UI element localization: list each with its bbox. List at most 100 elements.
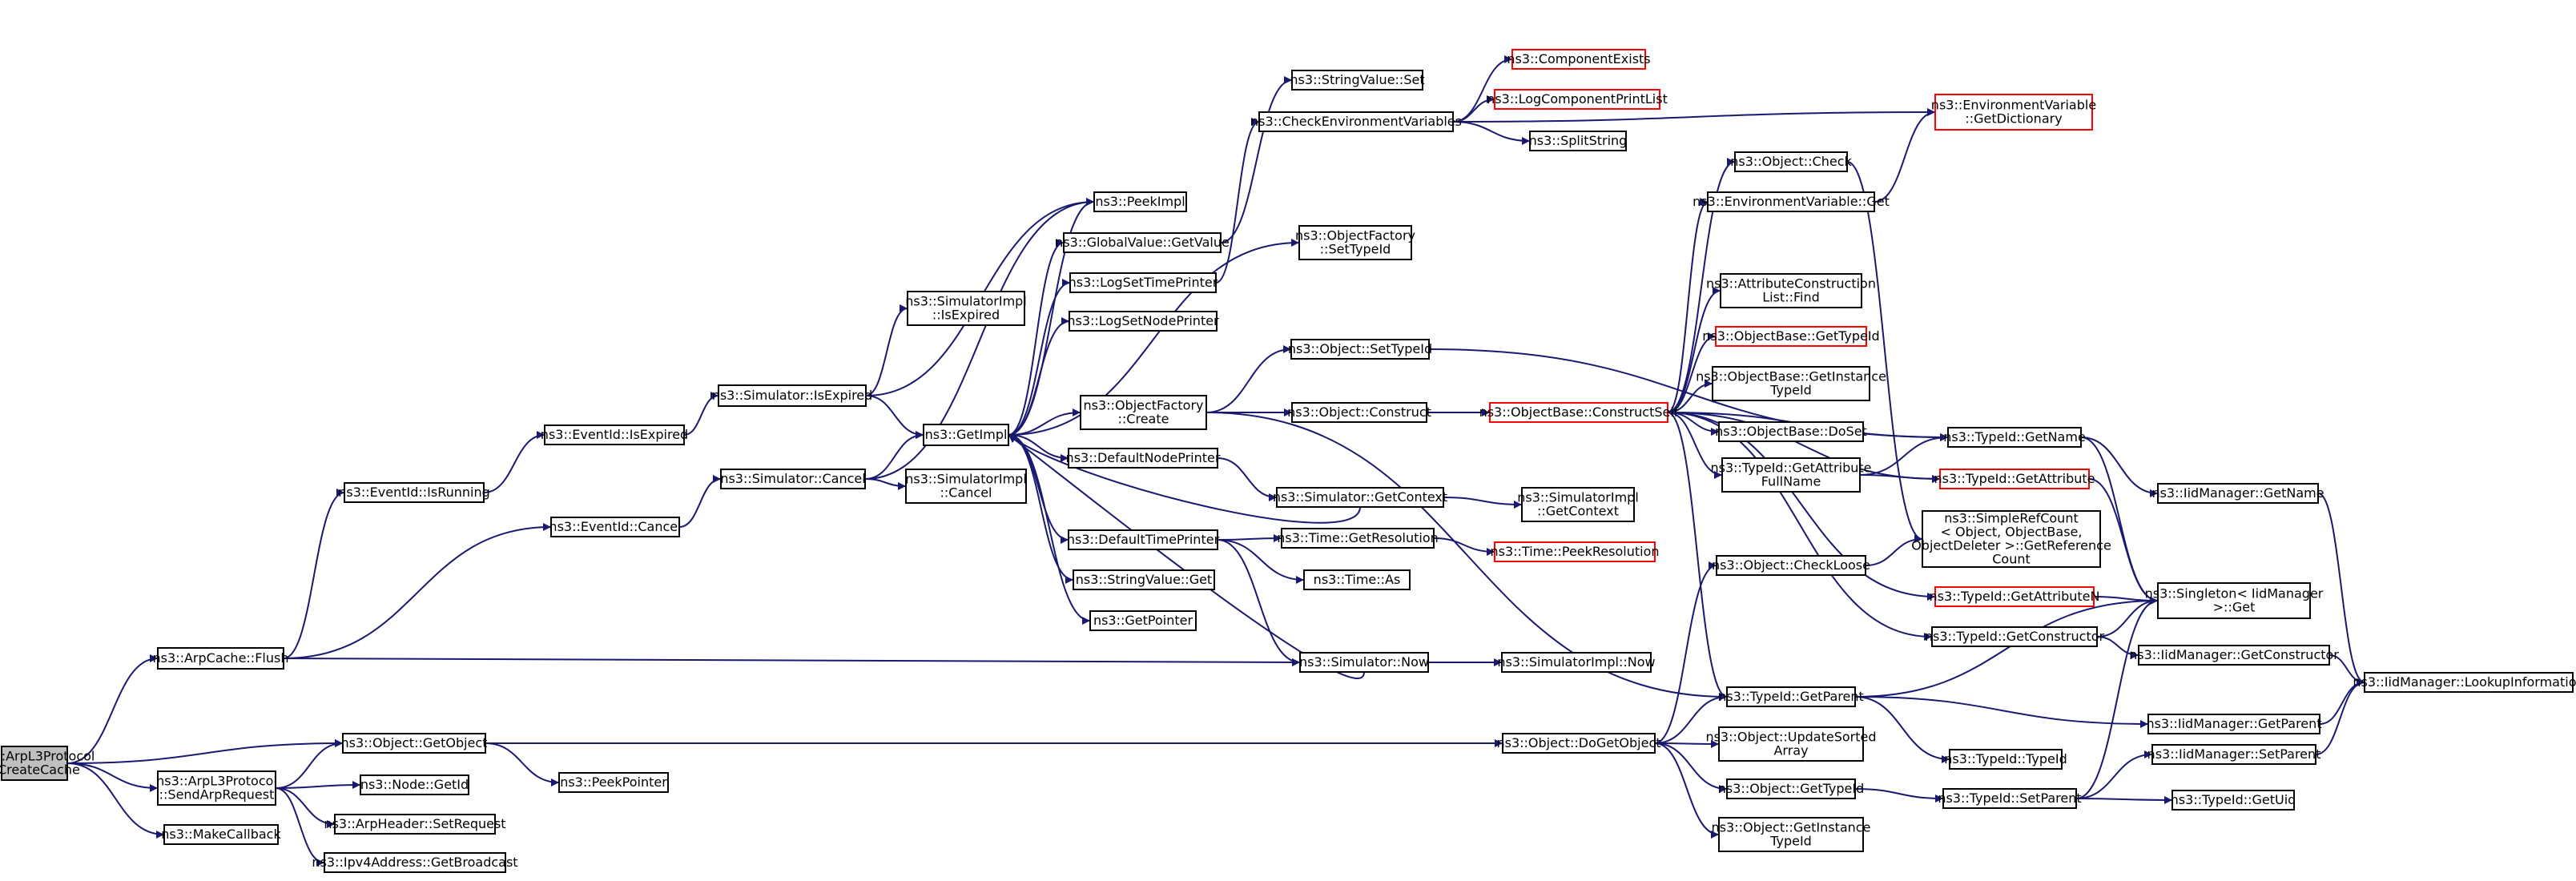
node-simplerefcount[interactable]: ns3::SimpleRefCount< Object, ObjectBase,… <box>1911 510 2111 568</box>
node-box <box>1947 427 2082 448</box>
node-obdoset[interactable]: ns3::ObjectBase::DoSet <box>1715 421 1867 442</box>
node-iidgetctor[interactable]: ns3::IidManager::GetConstructor <box>2129 645 2339 666</box>
edge-eidisexpired-to-simisexpired <box>683 392 719 436</box>
node-envget[interactable]: ns3::EnvironmentVariable::Get <box>1693 191 1890 212</box>
node-tidgetname[interactable]: ns3::TypeId::GetName <box>1943 427 2086 448</box>
edge-flush-to-eidisrunning <box>283 489 345 659</box>
node-tidgetattrn[interactable]: ns3::TypeId::GetAttributeN <box>1930 586 2100 607</box>
node-peekimpl[interactable]: ns3::PeekImpl <box>1093 191 1187 212</box>
node-box <box>1529 131 1627 151</box>
node-setrequest[interactable]: ns3::ArpHeader::SetRequest <box>324 814 506 835</box>
node-splitstring[interactable]: ns3::SplitString <box>1529 131 1628 151</box>
node-objcheck[interactable]: ns3::Object::Check <box>1730 151 1853 172</box>
node-sendarp[interactable]: ns3::ArpL3Protocol::SendArpRequest <box>156 770 277 806</box>
node-objsettypeid[interactable]: ns3::Object::SetTypeId <box>1288 339 1432 360</box>
node-iidgetname[interactable]: ns3::IidManager::GetName <box>2151 483 2324 504</box>
node-simimplcancel[interactable]: ns3::SimulatorImpl::Cancel <box>905 469 1027 504</box>
node-getbroadcast[interactable]: ns3::Ipv4Address::GetBroadcast <box>312 852 518 873</box>
node-simgetcontext[interactable]: ns3::Simulator::GetContext <box>1273 487 1447 508</box>
node-flush[interactable]: ns3::ArpCache::Flush <box>153 647 289 670</box>
node-simnow[interactable]: ns3::Simulator::Now <box>1299 652 1429 673</box>
node-logsettime[interactable]: ns3::LogSetTimePrinter <box>1069 272 1218 293</box>
node-singleton[interactable]: ns3::Singleton< IidManager>::Get <box>2145 582 2324 619</box>
node-label: ns3::EventId::Cancel <box>549 519 681 534</box>
node-box <box>1489 402 1668 423</box>
node-label: ns3::Time::PeekResolution <box>1490 544 1659 559</box>
node-getpointer[interactable]: ns3::GetPointer <box>1089 610 1197 631</box>
node-eidcancel[interactable]: ns3::EventId::Cancel <box>549 517 682 537</box>
node-label: ns3::Object::GetTypeId <box>1718 781 1864 796</box>
node-label: ns3::EventId::IsRunning <box>338 485 490 500</box>
node-label: ns3::IidManager::GetName <box>2151 485 2324 501</box>
node-timegetres[interactable]: ns3::Time::GetResolution <box>1277 528 1439 549</box>
node-root[interactable]: ns3::ArpL3Protocol::CreateCache <box>0 746 95 781</box>
edge-root-to-sendarp <box>66 762 159 792</box>
node-tidgetparent[interactable]: ns3::TypeId::GetParent <box>1718 686 1864 707</box>
node-objcheckloose[interactable]: ns3::Object::CheckLoose <box>1712 555 1870 576</box>
edge-simgetcontext-to-getimpl <box>1008 434 1361 524</box>
node-simimplgetcontext[interactable]: ns3::SimulatorImpl::GetContext <box>1517 487 1639 522</box>
node-eidisrunning[interactable]: ns3::EventId::IsRunning <box>338 482 490 503</box>
node-timeas[interactable]: ns3::Time::As <box>1303 569 1411 590</box>
node-objgettypeid[interactable]: ns3::Object::GetTypeId <box>1718 778 1864 799</box>
node-obconstructself[interactable]: ns3::ObjectBase::ConstructSelf <box>1479 402 1679 423</box>
node-objconstruct[interactable]: ns3::Object::Construct <box>1287 402 1431 423</box>
node-iidlookup[interactable]: ns3::IidManager::LookupInformation <box>2353 672 2576 693</box>
node-tidtypeid[interactable]: ns3::TypeId::TypeId <box>1944 749 2067 770</box>
node-deftimeprinter[interactable]: ns3::DefaultTimePrinter <box>1067 529 1220 550</box>
node-peekpointer[interactable]: ns3::PeekPointer <box>558 772 669 793</box>
node-ofcreate[interactable]: ns3::ObjectFactory::Create <box>1080 395 1207 430</box>
node-compexists[interactable]: ns3::ComponentExists <box>1507 49 1651 70</box>
node-label: ns3::ComponentExists <box>1507 51 1650 66</box>
node-label: List::Find <box>1762 290 1820 305</box>
node-simisexpired[interactable]: ns3::Simulator::IsExpired <box>712 384 873 407</box>
node-label: ::GetDictionary <box>1965 111 2062 127</box>
node-label: ns3::TypeId::GetAttributeN <box>1930 589 2100 604</box>
node-simimplnow[interactable]: ns3::SimulatorImpl::Now <box>1497 652 1656 673</box>
node-logcompprint[interactable]: ns3::LogComponentPrintList <box>1487 89 1668 110</box>
node-logsetnode[interactable]: ns3::LogSetNodePrinter <box>1067 311 1219 332</box>
edge-ofcreate-to-tidgetparent <box>1205 412 1728 701</box>
edge-simcancel-to-simimplcancel <box>864 478 907 490</box>
node-tidgetuid[interactable]: ns3::TypeId::GetUid <box>2171 790 2296 811</box>
edge-tidgetattr-to-singleton <box>2088 478 2159 605</box>
node-nodegetid[interactable]: ns3::Node::GetId <box>360 774 469 795</box>
node-label: ns3::Object::UpdateSorted <box>1705 730 1876 745</box>
node-iidgetparent[interactable]: ns3::IidManager::GetParent <box>2146 714 2322 734</box>
node-label: ns3::Simulator::GetContext <box>1273 489 1447 505</box>
node-timepeekres[interactable]: ns3::Time::PeekResolution <box>1490 541 1660 562</box>
node-makecb[interactable]: ns3::MakeCallback <box>161 824 281 845</box>
node-box <box>1290 339 1430 360</box>
edge-objdogetobject-to-objgettypeid <box>1654 742 1728 793</box>
node-getobject[interactable]: ns3::Object::GetObject <box>341 733 488 754</box>
node-tidsetparent[interactable]: ns3::TypeId::SetParent <box>1938 788 2082 809</box>
node-box <box>1089 610 1197 631</box>
node-eidisexpired[interactable]: ns3::EventId::IsExpired <box>541 424 688 445</box>
node-gvgetvalue[interactable]: ns3::GlobalValue::GetValue <box>1055 232 1230 253</box>
node-getimpl[interactable]: ns3::GetImpl <box>923 424 1009 446</box>
node-iidsetparent[interactable]: ns3::IidManager::SetParent <box>2147 744 2321 765</box>
node-envgetdict[interactable]: ns3::EnvironmentVariable::GetDictionary <box>1931 94 2096 131</box>
node-svset[interactable]: ns3::StringValue::Set <box>1290 70 1425 91</box>
edge-tidgetparent-to-iidgetparent <box>1854 696 2149 728</box>
node-box <box>1298 225 1412 260</box>
node-defnodeprinter[interactable]: ns3::DefaultNodePrinter <box>1066 448 1221 469</box>
node-ofsettypeid[interactable]: ns3::ObjectFactory::SetTypeId <box>1295 225 1415 260</box>
node-tidgetattr[interactable]: ns3::TypeId::GetAttribute <box>1934 469 2095 489</box>
node-obgettypeid[interactable]: ns3::ObjectBase::GetTypeId <box>1702 326 1880 347</box>
node-tidgetctor[interactable]: ns3::TypeId::GetConstructor <box>1925 626 2105 647</box>
node-checkenv[interactable]: ns3::CheckEnvironmentVariables <box>1250 111 1462 132</box>
node-label: ns3::CheckEnvironmentVariables <box>1250 114 1462 129</box>
node-simcancel[interactable]: ns3::Simulator::Cancel <box>720 469 866 489</box>
node-svget[interactable]: ns3::StringValue::Get <box>1073 569 1215 590</box>
node-objdogetobject[interactable]: ns3::Object::DoGetObject <box>1496 733 1661 754</box>
edge-eidisrunning-to-eidisexpired <box>483 431 545 493</box>
node-box <box>1716 555 1866 576</box>
edge-simisexpired-to-getimpl <box>865 395 924 439</box>
node-simimplisexpired[interactable]: ns3::SimulatorImpl::IsExpired <box>905 291 1027 326</box>
